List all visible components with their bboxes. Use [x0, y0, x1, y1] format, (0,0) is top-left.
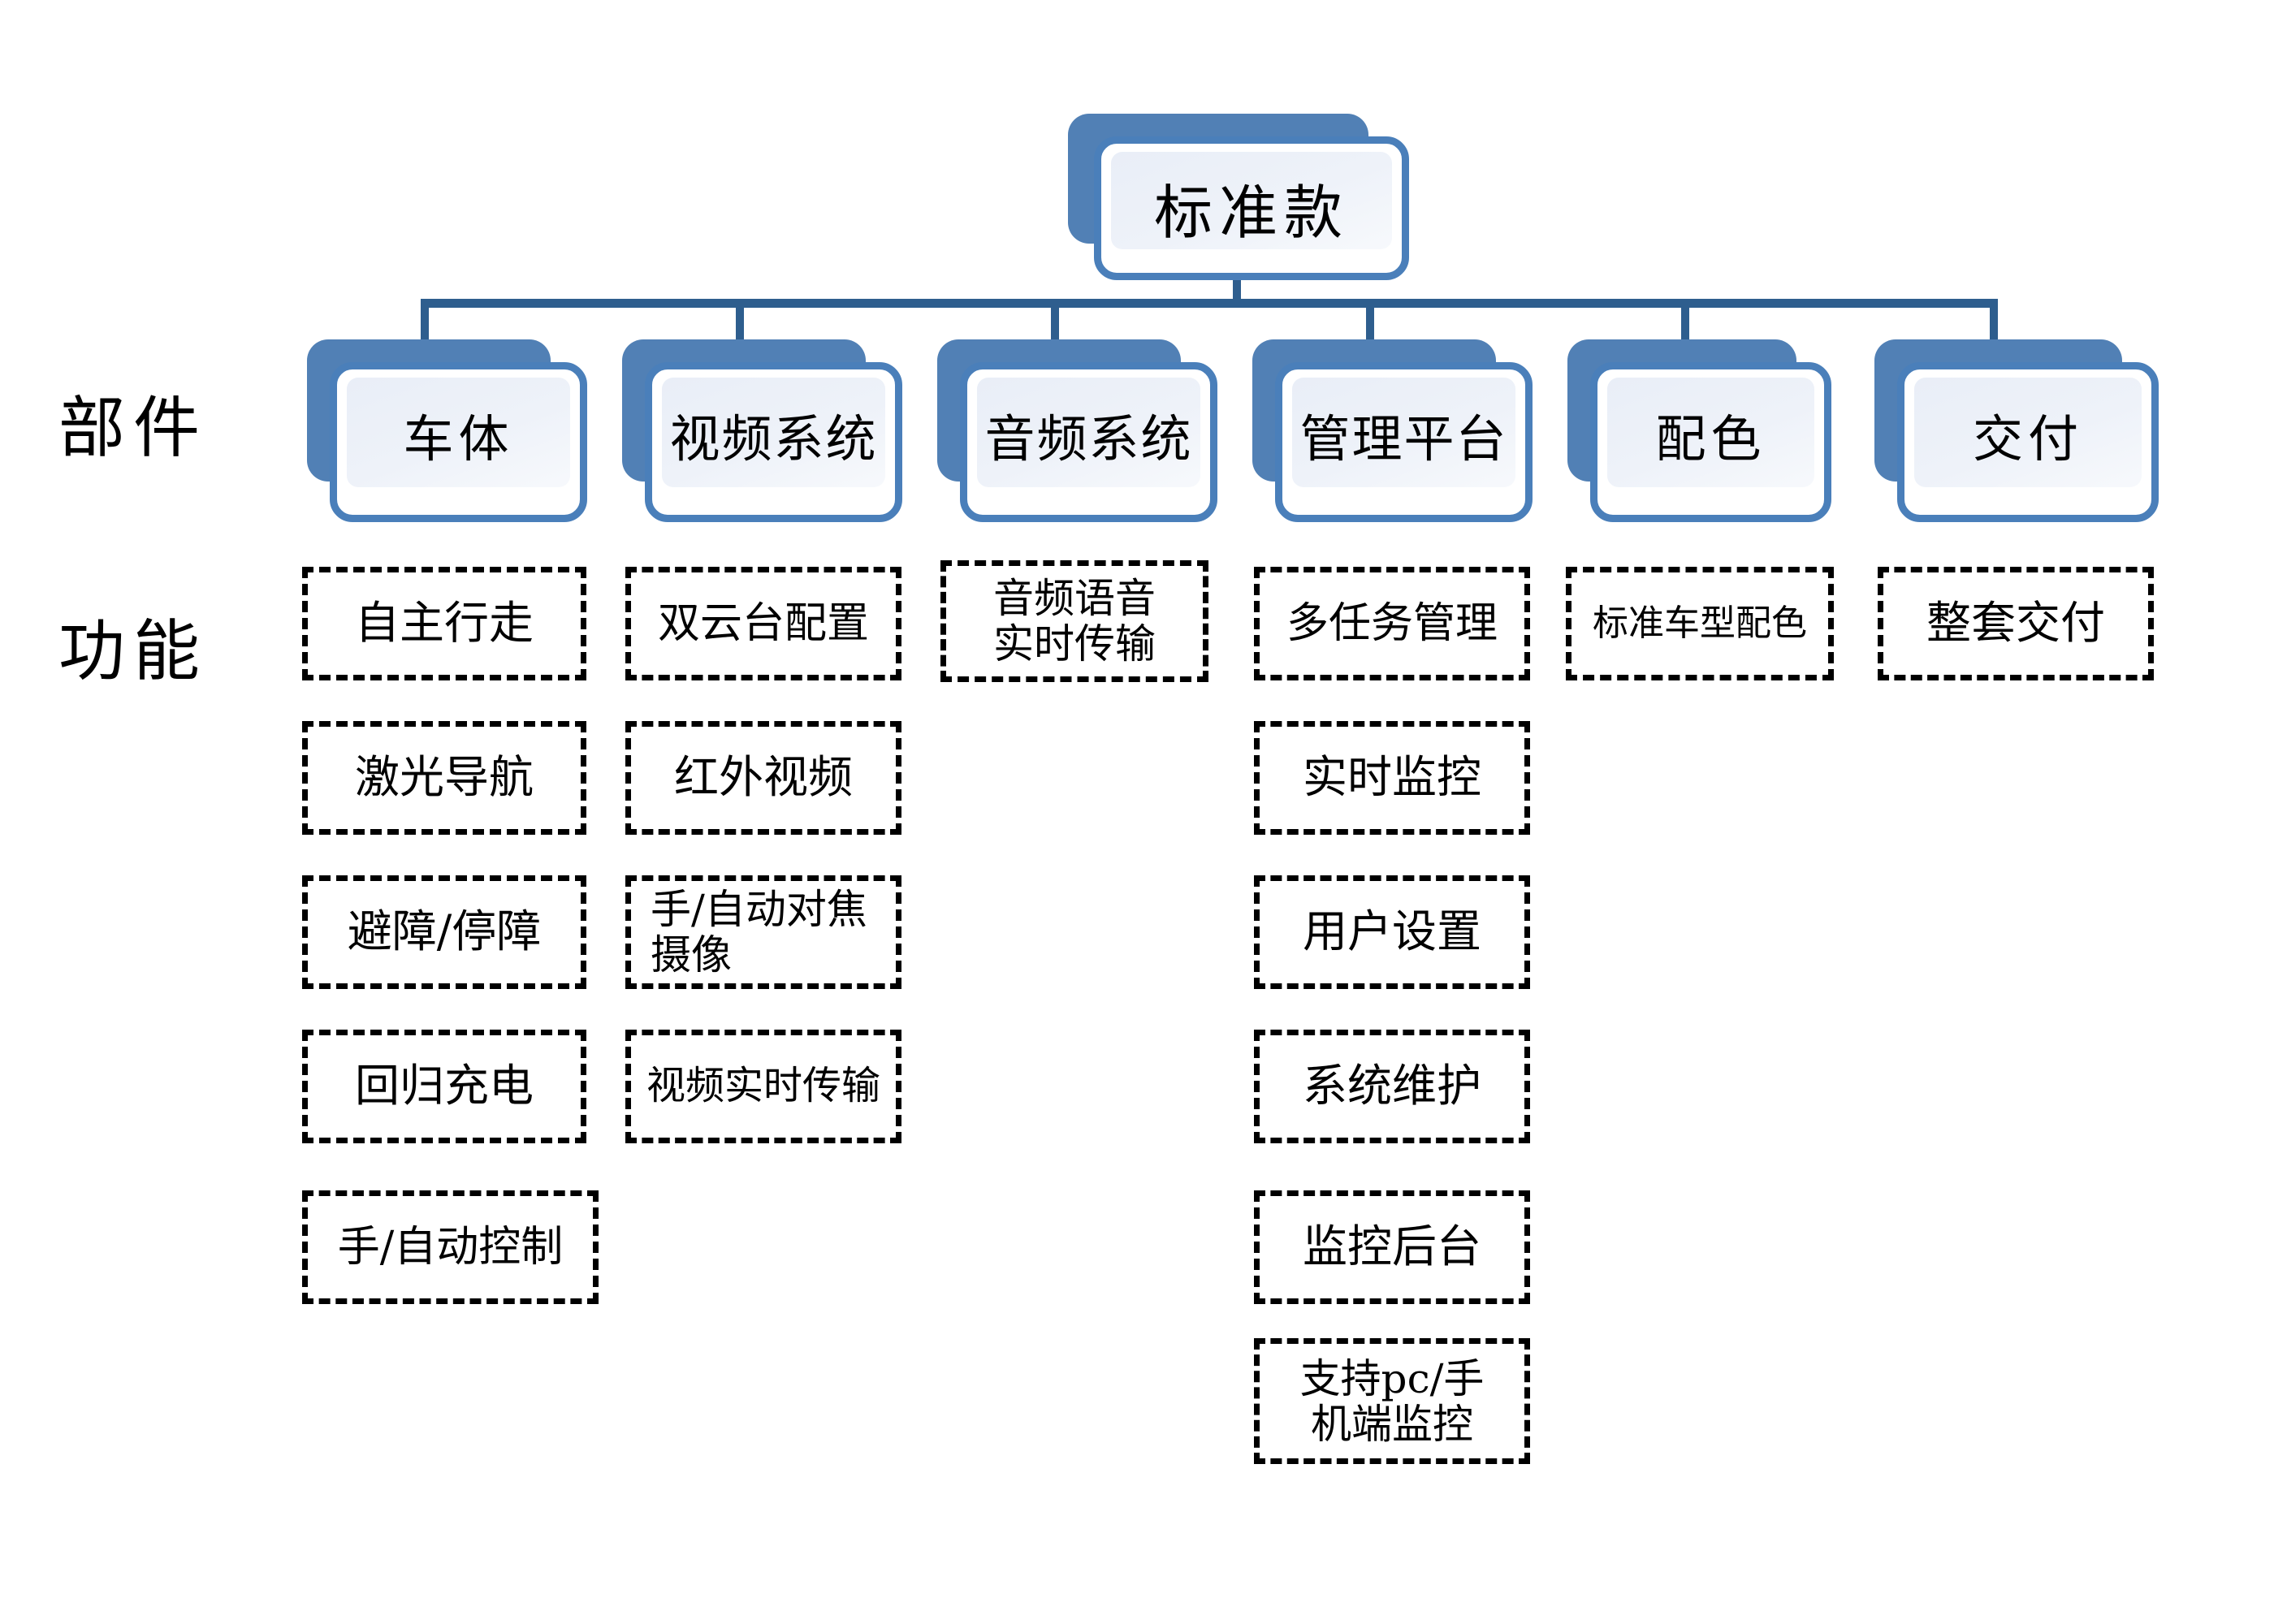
component-node-label: 管理平台	[1299, 409, 1508, 469]
connector-drop-6	[1990, 303, 1998, 342]
function-box[interactable]: 视频实时传输	[625, 1030, 901, 1143]
component-node-video-system[interactable]: 视频系统	[622, 339, 902, 522]
function-box-label: 避障/停障	[347, 905, 542, 958]
function-box-label: 系统维护	[1302, 1060, 1481, 1112]
function-box[interactable]: 标准车型配色	[1566, 567, 1834, 680]
function-box[interactable]: 整套交付	[1878, 567, 2154, 680]
function-box-label: 手/自动对焦摄像	[651, 886, 867, 978]
function-box[interactable]: 避障/停障	[302, 875, 586, 989]
function-box[interactable]: 激光导航	[302, 721, 586, 835]
function-box-label: 手/自动控制	[337, 1222, 564, 1272]
connector-drop-3	[1051, 303, 1059, 342]
component-node-card: 视频系统	[645, 362, 902, 522]
function-box[interactable]: 手/自动对焦摄像	[625, 875, 901, 989]
component-node-delivery[interactable]: 交付	[1874, 339, 2159, 522]
function-box[interactable]: 系统维护	[1254, 1030, 1530, 1143]
function-box-label: 实时监控	[1302, 751, 1481, 804]
component-node-label: 音频系统	[984, 409, 1193, 469]
connector-drop-2	[736, 303, 744, 342]
component-node-label: 配色	[1655, 409, 1766, 469]
function-box[interactable]: 音频语音实时传输	[940, 560, 1208, 682]
function-box-label: 音频语音实时传输	[993, 575, 1156, 667]
function-box-label: 自主行走	[354, 597, 534, 650]
function-box-label: 视频实时传输	[646, 1063, 880, 1109]
function-box-label: 红外视频	[673, 751, 853, 804]
component-node-card: 交付	[1897, 362, 2159, 522]
connector-horizontal-bus	[421, 299, 1998, 308]
function-box[interactable]: 监控后台	[1254, 1190, 1530, 1304]
component-node-audio-system[interactable]: 音频系统	[937, 339, 1217, 522]
function-box[interactable]: 双云台配置	[625, 567, 901, 680]
function-box-label: 激光导航	[354, 751, 534, 804]
function-box[interactable]: 用户设置	[1254, 875, 1530, 989]
component-node-label: 交付	[1972, 409, 2083, 469]
function-box-label: 标准车型配色	[1593, 603, 1807, 645]
function-box-label: 双云台配置	[657, 598, 869, 648]
connector-drop-1	[421, 303, 429, 342]
component-node-card: 音频系统	[960, 362, 1217, 522]
function-box[interactable]: 回归充电	[302, 1030, 586, 1143]
function-box[interactable]: 支持pc/手机端监控	[1254, 1338, 1530, 1464]
component-node-color-scheme[interactable]: 配色	[1567, 339, 1831, 522]
component-node-label: 视频系统	[669, 409, 878, 469]
function-box[interactable]: 红外视频	[625, 721, 901, 835]
component-node-label: 车体	[403, 409, 514, 469]
component-node-inner-fill	[1292, 378, 1515, 487]
component-node-management-platform[interactable]: 管理平台	[1252, 339, 1533, 522]
component-node-card: 管理平台	[1275, 362, 1533, 522]
function-box-label: 监控后台	[1302, 1220, 1481, 1273]
component-node-inner-fill	[1914, 378, 2142, 487]
component-node-inner-fill	[977, 378, 1200, 487]
function-box-label: 整套交付	[1926, 597, 2105, 650]
component-node-card: 配色	[1590, 362, 1831, 522]
function-box-label: 多任务管理	[1286, 598, 1498, 648]
function-box-label: 用户设置	[1302, 905, 1481, 958]
root-node-inner-fill	[1111, 152, 1392, 249]
row-label-functions: 功能	[58, 613, 209, 690]
component-node-inner-fill	[347, 378, 570, 487]
function-box-label: 支持pc/手机端监控	[1299, 1354, 1485, 1448]
root-node-standard-model[interactable]: 标准款	[1068, 114, 1409, 280]
root-node-card: 标准款	[1094, 136, 1409, 280]
component-node-card: 车体	[330, 362, 587, 522]
component-node-vehicle-body[interactable]: 车体	[307, 339, 587, 522]
function-box[interactable]: 自主行走	[302, 567, 586, 680]
function-box[interactable]: 手/自动控制	[302, 1190, 599, 1304]
connector-drop-5	[1681, 303, 1689, 342]
function-box[interactable]: 多任务管理	[1254, 567, 1530, 680]
connector-drop-4	[1366, 303, 1374, 342]
connector-root-stem	[1233, 280, 1241, 303]
function-box[interactable]: 实时监控	[1254, 721, 1530, 835]
component-node-inner-fill	[1607, 378, 1814, 487]
root-node-label: 标准款	[1153, 179, 1349, 247]
row-label-components: 部件	[58, 390, 209, 467]
function-box-label: 回归充电	[354, 1060, 534, 1112]
component-node-inner-fill	[662, 378, 885, 487]
